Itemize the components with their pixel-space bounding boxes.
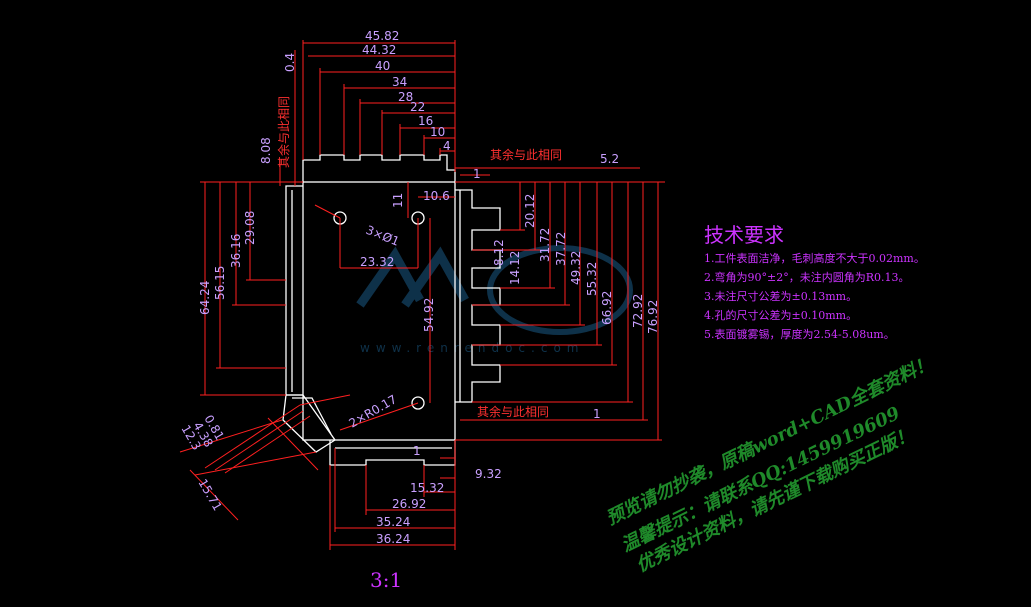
- top-left-vertical-labels: 0.4 8.08 其余与此相同: [259, 53, 297, 168]
- dim-15-32: 15.32: [410, 481, 444, 495]
- dim-1-bottom: 1: [413, 444, 421, 458]
- bottom-labels: 1 9.32 15.32 26.92 35.24 36.24 1: [376, 407, 601, 546]
- dim-76-92: 76.92: [646, 300, 660, 334]
- technical-requirements: 技术要求 1.工件表面洁净，毛刺高度不大于0.02mm。 2.弯角为90°±2°…: [704, 223, 925, 341]
- dim-36-16: 36.16: [229, 234, 243, 268]
- dim-64-24: 64.24: [198, 281, 212, 315]
- dim-10: 10: [430, 125, 445, 139]
- same-as-this-top: 其余与此相同: [490, 147, 562, 162]
- dim-16: 16: [418, 114, 433, 128]
- watermark-text: 预览请勿抄袭，原稿word+CAD全套资料！ 温馨提示：请联系QQ:145991…: [603, 353, 936, 577]
- red-callouts: 其余与此相同 其余与此相同: [477, 147, 562, 419]
- dim-54-92: 54.92: [422, 298, 436, 332]
- dim-26-92: 26.92: [392, 497, 426, 511]
- dim-15-71: 15.71: [195, 477, 224, 514]
- corner-labels: 0.81 4.38 12.3 15.71: [178, 413, 226, 514]
- dim-9-32: 9.32: [475, 467, 502, 481]
- dim-37-72: 37.72: [554, 232, 568, 266]
- same-as-this-bottom: 其余与此相同: [477, 404, 549, 419]
- dim-35-24: 35.24: [376, 515, 410, 529]
- dim-44-32: 44.32: [362, 43, 396, 57]
- watermark-line-2: 温馨提示：请联系QQ:1459919609: [618, 403, 904, 557]
- note-2: 2.弯角为90°±2°，未注内圆角为R0.13。: [704, 270, 909, 284]
- dim-20-12: 20.12: [523, 194, 537, 228]
- note-4: 4.孔的尺寸公差为±0.10mm。: [704, 308, 857, 322]
- scale-label: 3:1: [370, 568, 402, 592]
- dim-14-12: 14.12: [508, 251, 522, 285]
- note-1: 1.工件表面洁净，毛刺高度不大于0.02mm。: [704, 251, 925, 265]
- dim-31-72: 31.72: [538, 228, 552, 262]
- dim-5-2: 5.2: [600, 152, 619, 166]
- dim-49-32: 49.32: [569, 251, 583, 285]
- dim-0-4: 0.4: [283, 53, 297, 72]
- note-5: 5.表面镀雾锡，厚度为2.54-5.08um。: [704, 327, 895, 341]
- dim-4: 4: [443, 139, 451, 153]
- dim-34: 34: [392, 75, 407, 89]
- dim-40: 40: [375, 59, 390, 73]
- radius-callout: 2×R0.17: [347, 392, 400, 430]
- dim-8-12: 8.12: [492, 239, 506, 266]
- dim-10-6: 10.6: [423, 189, 450, 203]
- top-dimension-labels: 45.82 44.32 40 34 28 22 16 10 4: [362, 29, 451, 153]
- left-vertical-labels: 64.24 56.15 36.16 29.08: [198, 211, 257, 315]
- dim-1-right: 1: [593, 407, 601, 421]
- right-vertical-labels: 5.2 1 11 20.12 8.12 14.12 31.72 37.72 49…: [391, 152, 660, 334]
- dim-45-82: 45.82: [365, 29, 399, 43]
- same-as-this-vertical: 其余与此相同: [276, 96, 291, 168]
- notes-title: 技术要求: [704, 223, 784, 247]
- dim-66-92: 66.92: [600, 291, 614, 325]
- dim-29-08: 29.08: [243, 211, 257, 245]
- dim-55-32: 55.32: [585, 262, 599, 296]
- dim-23-32: 23.32: [360, 255, 394, 269]
- dim-22: 22: [410, 100, 425, 114]
- dim-28: 28: [398, 90, 413, 104]
- inner-labels: 10.6 3×Ø1 23.32 54.92 2×R0.17: [347, 189, 450, 431]
- dimension-lines: [179, 40, 665, 550]
- note-3: 3.未注尺寸公差为±0.13mm。: [704, 289, 857, 303]
- part-outline: [282, 154, 501, 466]
- dim-8-08: 8.08: [259, 137, 273, 164]
- dim-72-92: 72.92: [631, 294, 645, 328]
- dim-1-top: 1: [473, 167, 481, 181]
- dim-11: 11: [391, 193, 405, 208]
- dim-36-24: 36.24: [376, 532, 410, 546]
- dim-56-15: 56.15: [213, 266, 227, 300]
- holes-callout: 3×Ø1: [364, 223, 401, 249]
